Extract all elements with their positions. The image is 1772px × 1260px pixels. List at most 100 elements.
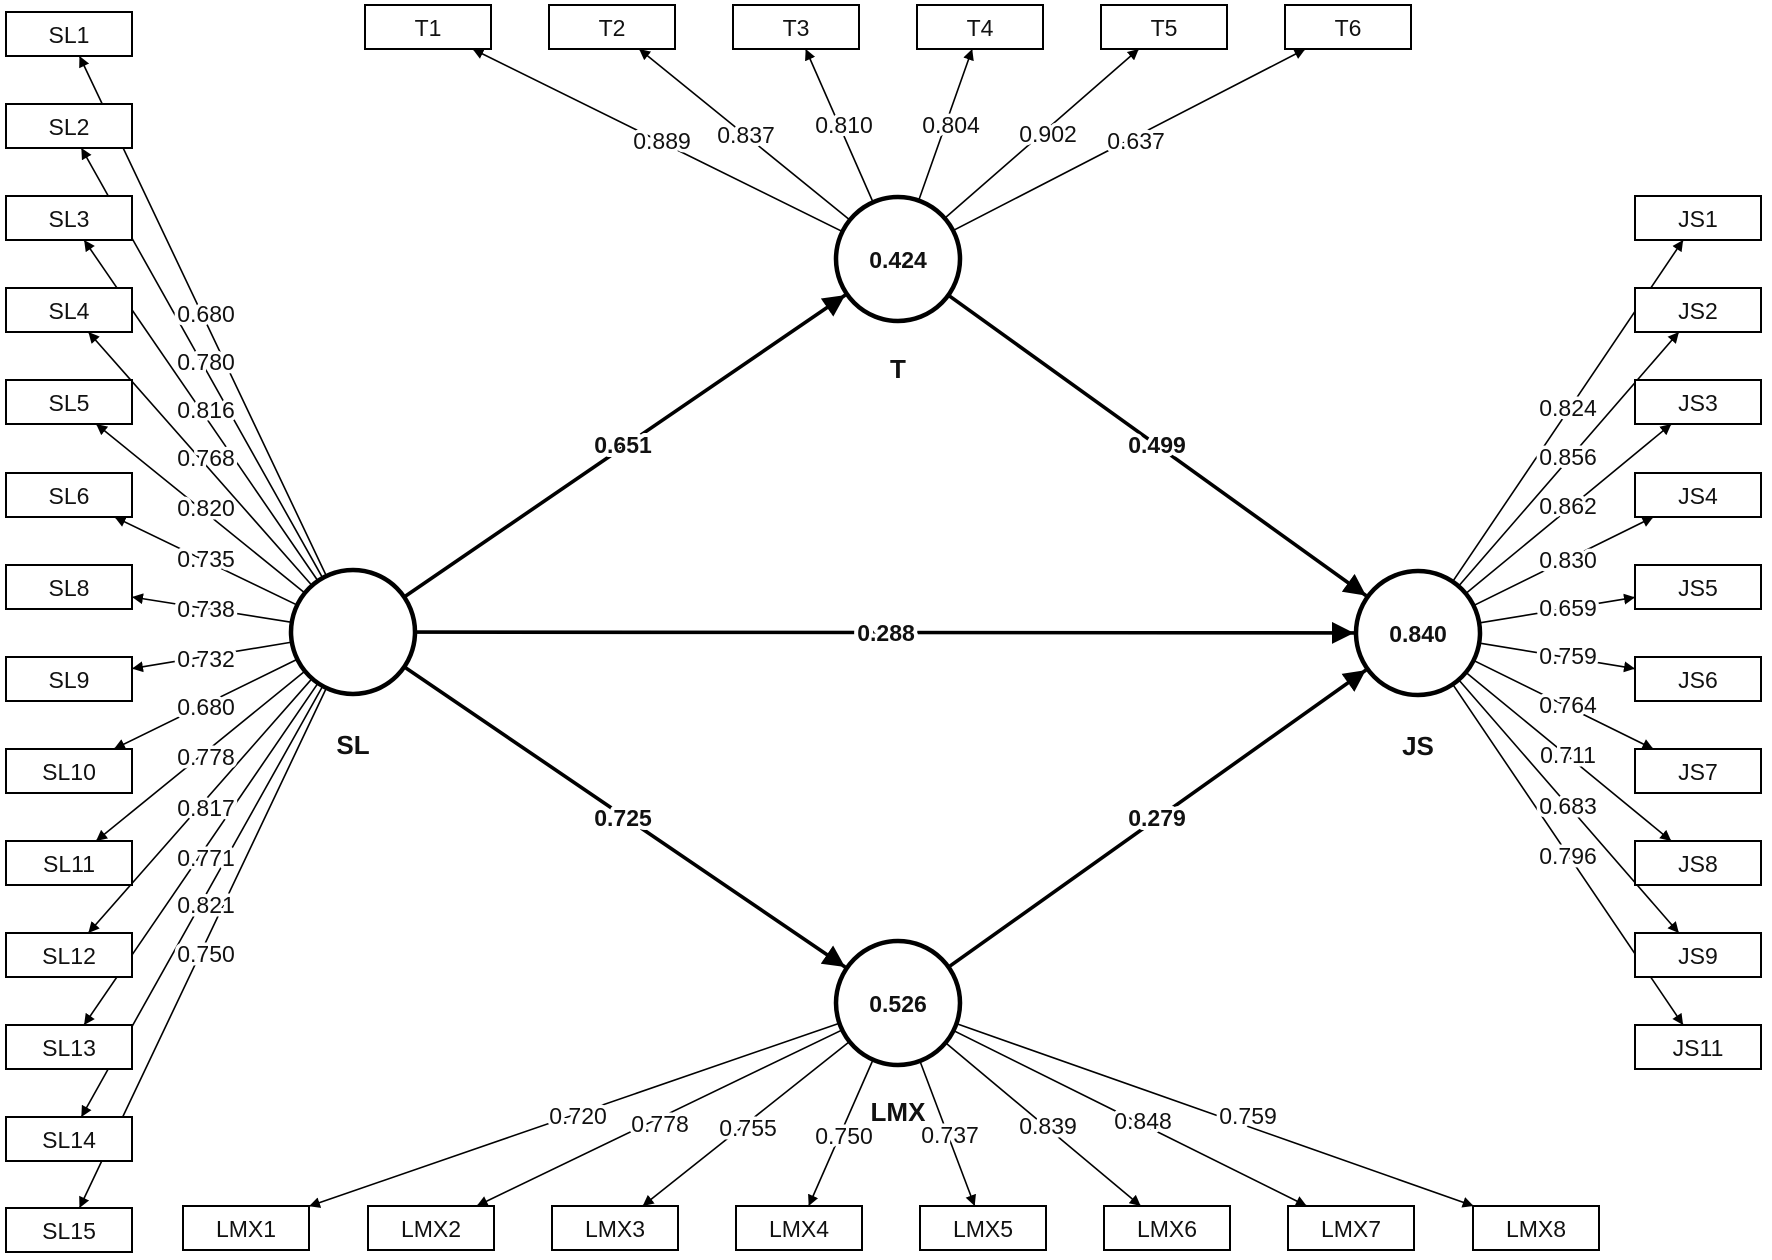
indicator-rect (1472, 1205, 1600, 1251)
indicator-rect (1100, 4, 1228, 50)
loading-value-lmx7: 0.848 (1114, 1108, 1172, 1134)
path-coefficient-lmx-js: 0.279 (1128, 805, 1186, 831)
loading-arrow-js3 (1465, 423, 1672, 595)
indicator-box-js2: JS2 (1634, 287, 1762, 333)
indicator-box-t6: T6 (1284, 4, 1412, 50)
indicator-label: SL6 (49, 483, 90, 509)
indicator-label: JS8 (1678, 851, 1718, 877)
loading-value-t5: 0.902 (1019, 121, 1077, 147)
indicator-boxes: SL1SL2SL3SL4SL5SL6SL8SL9SL10SL11SL12SL13… (5, 4, 1762, 1253)
indicator-rect (551, 1205, 679, 1251)
indicator-label: JS11 (1673, 1035, 1724, 1061)
indicator-rect (182, 1205, 310, 1251)
indicator-label: SL15 (42, 1218, 96, 1244)
loading-value-sl14: 0.821 (177, 892, 235, 918)
indicator-box-sl11: SL11 (5, 840, 133, 886)
loading-value-sl11: 0.778 (177, 744, 235, 770)
loading-arrow-lmx1 (308, 1022, 840, 1208)
indicator-box-t2: T2 (548, 4, 676, 50)
indicator-label: JS2 (1678, 298, 1718, 324)
construct-circle (833, 194, 963, 324)
indicator-box-js6: JS6 (1634, 656, 1762, 702)
indicator-label: LMX1 (216, 1216, 276, 1242)
indicator-box-sl5: SL5 (5, 379, 133, 425)
indicator-box-js5: JS5 (1634, 564, 1762, 610)
loading-arrow-sl8 (131, 593, 292, 624)
indicator-label: JS3 (1678, 390, 1718, 416)
construct-circle (1353, 568, 1483, 698)
indicator-label: SL13 (42, 1035, 96, 1061)
indicator-label: T6 (1335, 15, 1362, 41)
path-coefficient-t-js: 0.499 (1128, 432, 1186, 458)
indicator-box-sl12: SL12 (5, 932, 133, 978)
indicator-rect (1634, 748, 1762, 794)
indicator-rect (364, 4, 492, 50)
loading-value-sl10: 0.680 (177, 694, 235, 720)
loading-value-lmx8: 0.759 (1219, 1103, 1277, 1129)
indicator-box-lmx7: LMX7 (1287, 1205, 1415, 1251)
indicator-rect (1634, 564, 1762, 610)
indicator-label: T3 (783, 15, 810, 41)
indicator-box-sl15: SL15 (5, 1207, 133, 1253)
indicator-label: SL3 (49, 206, 90, 232)
indicator-box-lmx8: LMX8 (1472, 1205, 1600, 1251)
loading-value-sl5: 0.820 (177, 495, 235, 521)
indicator-box-lmx6: LMX6 (1103, 1205, 1231, 1251)
loading-value-js11: 0.796 (1539, 843, 1597, 869)
indicator-rect (5, 932, 133, 978)
loading-value-lmx1: 0.720 (549, 1103, 607, 1129)
r-squared-value: 0.840 (1389, 621, 1447, 647)
indicator-rect (5, 472, 133, 518)
indicator-label: SL10 (42, 759, 96, 785)
loading-value-sl6: 0.735 (177, 546, 235, 572)
loading-value-js6: 0.759 (1539, 643, 1597, 669)
indicator-rect (1634, 287, 1762, 333)
loading-arrow-js8 (1465, 671, 1672, 842)
indicator-rect (916, 4, 1044, 50)
loading-arrow-lmx2 (476, 1029, 843, 1207)
indicator-label: SL5 (49, 390, 90, 416)
indicator-rect (5, 1024, 133, 1070)
loading-value-sl3: 0.816 (177, 397, 235, 423)
loading-value-sl12: 0.817 (177, 795, 235, 821)
loading-value-t1: 0.889 (633, 128, 691, 154)
loading-value-js4: 0.830 (1539, 547, 1597, 573)
construct-circle (288, 567, 418, 697)
indicator-rect (1634, 379, 1762, 425)
loading-value-js3: 0.862 (1539, 493, 1597, 519)
indicator-rect (1284, 4, 1412, 50)
indicator-rect (1634, 195, 1762, 241)
construct-circle (833, 938, 963, 1068)
indicator-box-lmx2: LMX2 (367, 1205, 495, 1251)
loading-arrow-t3 (804, 48, 874, 203)
loading-arrow-t1 (472, 48, 843, 233)
indicator-rect (1103, 1205, 1231, 1251)
construct-name: JS (1402, 731, 1434, 761)
loading-arrow-lmx4 (807, 1059, 874, 1207)
indicator-rect (5, 1116, 133, 1162)
loading-arrow-sl6 (114, 516, 298, 606)
loading-arrow-sl11 (95, 670, 306, 842)
path-arrow-t-to-js (947, 293, 1368, 598)
path-arrow-sl-to-t (403, 293, 847, 599)
path-arrow-sl-to-js (414, 621, 1355, 644)
indicator-box-sl10: SL10 (5, 748, 133, 794)
indicator-label: JS6 (1678, 667, 1718, 693)
loading-value-js2: 0.856 (1539, 444, 1597, 470)
indicator-label: LMX2 (401, 1216, 461, 1242)
indicator-box-js11: JS11 (1634, 1024, 1762, 1070)
indicator-box-t4: T4 (916, 4, 1044, 50)
path-coefficient-sl-js: 0.288 (857, 620, 915, 646)
loading-value-t3: 0.810 (815, 112, 873, 138)
r-squared-value: 0.424 (869, 247, 927, 273)
indicator-label: T5 (1151, 15, 1178, 41)
indicator-box-js8: JS8 (1634, 840, 1762, 886)
indicator-rect (548, 4, 676, 50)
indicator-label: JS5 (1678, 575, 1718, 601)
loading-value-t2: 0.837 (717, 122, 775, 148)
structural-path-arrows (403, 293, 1368, 969)
